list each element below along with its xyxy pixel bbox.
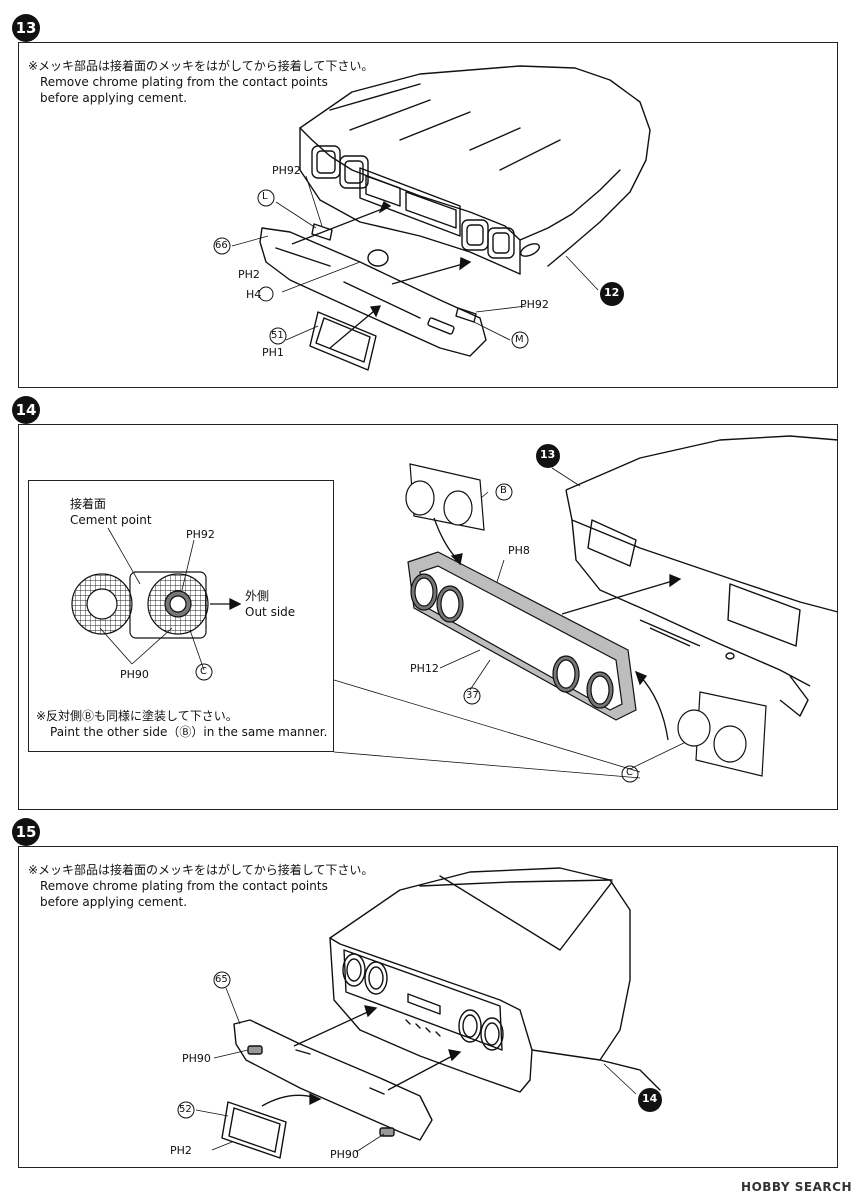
label-part66: 66 [215, 240, 228, 251]
inset-ph90: PH90 [120, 668, 149, 681]
label-part51: 51 [271, 330, 284, 341]
step-number-15: 15 [12, 818, 40, 846]
step-15-note: ※メッキ部品は接着面のメッキをはがしてから接着して下さい。 Remove chr… [28, 862, 373, 910]
step-number-13: 13 [12, 14, 40, 42]
label-part52: 52 [179, 1104, 192, 1115]
step-15-note-jp: ※メッキ部品は接着面のメッキをはがしてから接着して下さい。 [28, 863, 374, 877]
label-part37: 37 [466, 690, 479, 701]
label-C: C [626, 767, 633, 778]
label-ph2-15: PH2 [170, 1144, 192, 1157]
step-13-note-en-2: before applying cement. [40, 91, 188, 105]
step-13-note-jp: ※メッキ部品は接着面のメッキをはがしてから接着して下さい。 [28, 59, 374, 73]
inset-C: C [200, 666, 207, 677]
inset-note-en: Paint the other side（Ⓑ）in the same manne… [50, 725, 328, 739]
ref-step-14: 14 [642, 1092, 658, 1105]
step-13-note-en-1: Remove chrome plating from the contact p… [40, 75, 328, 89]
step-13-note: ※メッキ部品は接着面のメッキをはがしてから接着して下さい。 Remove chr… [28, 58, 373, 106]
step-15-note-en-2: before applying cement. [40, 895, 188, 909]
label-ph90-b: PH90 [330, 1148, 359, 1161]
label-ph1: PH1 [262, 346, 284, 359]
watermark-logo: HOBBY SEARCH [741, 1180, 852, 1194]
ref-step-12: 12 [604, 286, 620, 299]
inset-cement-jp: 接着面 [70, 497, 107, 511]
label-part65: 65 [215, 974, 228, 985]
ref-step-13: 13 [540, 448, 556, 461]
step-13-panel [18, 42, 838, 388]
inset-outside-jp: 外側 [245, 589, 270, 603]
label-L: L [262, 191, 268, 202]
label-B: B [500, 485, 507, 496]
inset-note-jp: ※反対側Ⓑも同様に塗装して下さい。 [36, 709, 238, 723]
label-M: M [515, 334, 524, 345]
label-ph92-b: PH92 [520, 298, 549, 311]
step-15-panel [18, 846, 838, 1168]
label-ph90-a: PH90 [182, 1052, 211, 1065]
inset-cement-en: Cement point [70, 513, 152, 527]
label-h4: H4 [246, 288, 262, 301]
label-ph8: PH8 [508, 544, 530, 557]
label-ph2: PH2 [238, 268, 260, 281]
label-ph92-a: PH92 [272, 164, 301, 177]
inset-outside-en: Out side [245, 605, 296, 619]
label-ph12: PH12 [410, 662, 439, 675]
step-number-14: 14 [12, 396, 40, 424]
inset-ph92: PH92 [186, 528, 215, 541]
step-15-note-en-1: Remove chrome plating from the contact p… [40, 879, 328, 893]
